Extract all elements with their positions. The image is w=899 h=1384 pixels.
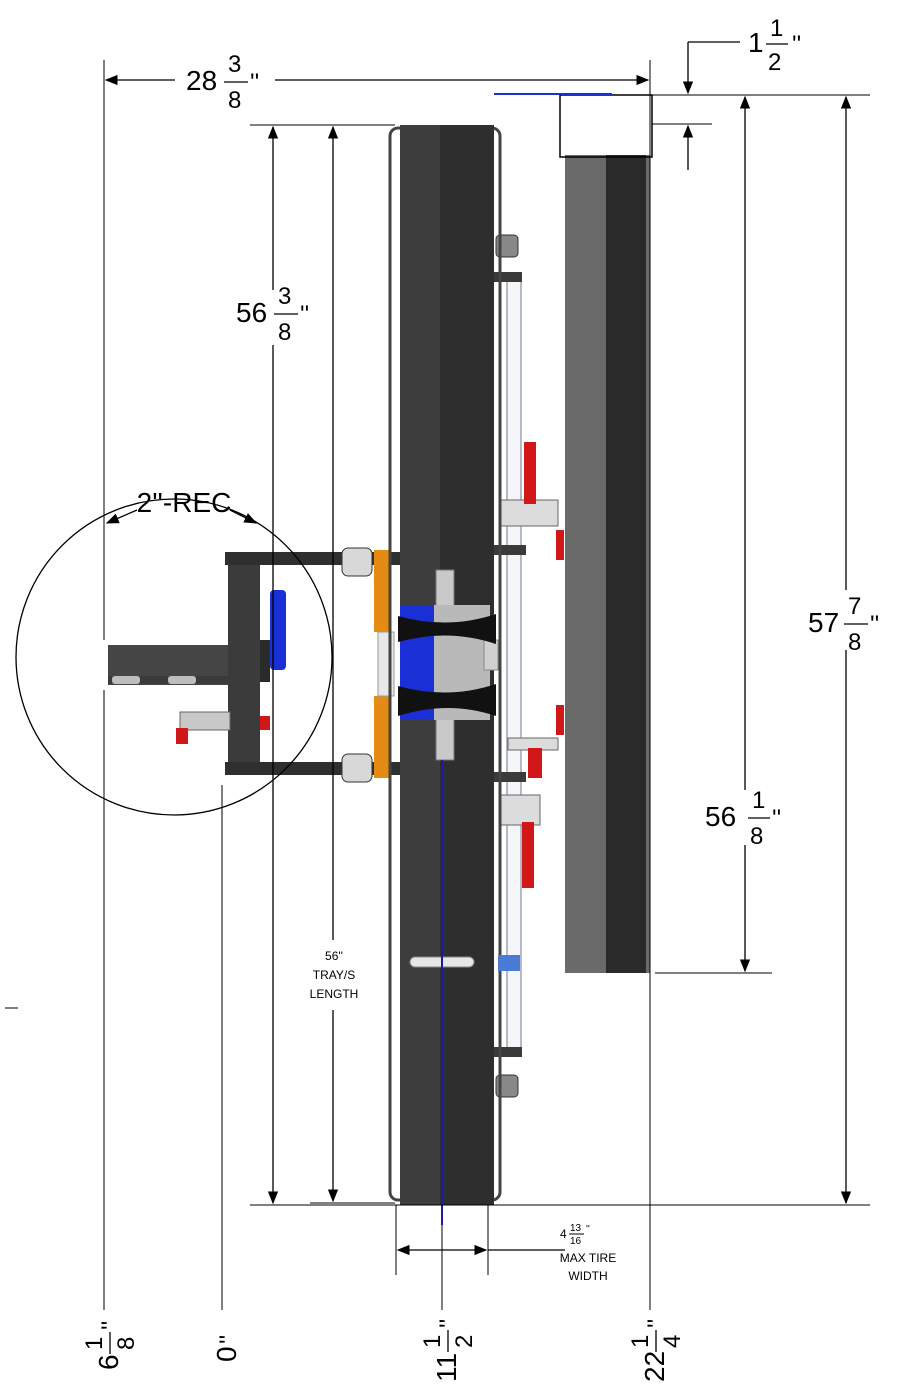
dim-width-num: 3 (228, 51, 241, 78)
bottom-label-1-den: 8 (113, 1337, 140, 1350)
dim-overall-height: 57 7 8 '' (808, 593, 879, 656)
bottom-label-1-num: 1 (81, 1337, 108, 1350)
dim-width-whole: 28 (186, 65, 217, 96)
clamp-lever-upper (524, 442, 536, 504)
receiver-mount (108, 547, 400, 783)
bottom-label-4-den: 4 (659, 1335, 686, 1348)
bracket-spacer (377, 631, 395, 697)
dim-overall-h-num: 7 (848, 593, 861, 620)
bottom-label-0: 0 '' (211, 1335, 242, 1362)
ramp-dark-face (606, 155, 646, 973)
bottom-label-1-whole: 6 (93, 1354, 124, 1370)
lock-bar (179, 711, 231, 731)
clamp-lever-mid (528, 748, 542, 778)
dim-tray-h-den: 8 (278, 319, 291, 346)
bottom-label-2-whole: 0 (211, 1346, 242, 1362)
dim-tray-height: 56 3 8 '' (236, 283, 309, 346)
dim-tray-h-unit: '' (300, 301, 309, 328)
dim-overall-width: 28 3 8 '' (186, 51, 259, 114)
bottom-label-2-unit: '' (215, 1335, 242, 1344)
bottom-label-4-whole: 22 (639, 1351, 670, 1382)
roller-lower (398, 684, 496, 716)
clamp-lever-lower (522, 822, 534, 888)
dim-tray-h-num: 3 (278, 283, 291, 310)
rail-tube (506, 274, 522, 1056)
bottom-label-11-1-2: 11 1 2 '' (419, 1319, 478, 1382)
dim-overall-h-whole: 57 (808, 607, 839, 638)
dim-offset-den: 2 (768, 49, 781, 76)
rail-bracket-lower (486, 772, 526, 782)
dim-offset-whole: 1 (748, 27, 764, 58)
dim-overall-h-den: 8 (848, 629, 861, 656)
dim-ramp-h-den: 8 (750, 823, 763, 850)
receiver-label: 2''-REC (137, 487, 232, 518)
bracket-lower (374, 696, 390, 778)
bottom-label-6-1-8: 6 1 8 '' (81, 1321, 140, 1370)
rec-arrow-left (105, 509, 138, 524)
dim-top-offset: 1 1 2 '' (748, 15, 801, 76)
mount-plate (228, 563, 260, 763)
dim-tray-l-line2: TRAY/S (313, 968, 355, 982)
lock-cap (260, 716, 270, 730)
tilt-knob (270, 590, 286, 670)
dim-tray-length: 56'' TRAY/S LENGTH (310, 949, 359, 1001)
bottom-label-3-unit: '' (435, 1319, 462, 1328)
bottom-label-3-num: 1 (419, 1335, 446, 1348)
dim-offset-unit: '' (792, 31, 801, 58)
rec-arrow-right (229, 509, 258, 524)
dim-tire-unit: '' (586, 1224, 590, 1235)
dim-tray-l-line1: 56'' (325, 949, 343, 963)
ramp-top-cap (559, 94, 653, 158)
bottom-label-22-1-4: 22 1 4 '' (627, 1319, 686, 1382)
ramp-latch-upper (556, 530, 564, 560)
bracket-upper (374, 550, 390, 632)
clamp-lower (499, 794, 541, 826)
pivot-lower (341, 753, 373, 783)
hitch-pin-hole-a (112, 676, 140, 684)
dim-ramp-h-num: 1 (752, 787, 765, 814)
dim-tire-line2: WIDTH (568, 1269, 607, 1283)
dim-width-unit: '' (250, 69, 259, 96)
bottom-label-3-whole: 11 (431, 1353, 462, 1382)
bottom-label-1-unit: '' (97, 1321, 124, 1330)
receiver-circle (15, 498, 333, 816)
bottom-label-4-unit: '' (643, 1319, 670, 1328)
extension-lines (5, 60, 870, 1310)
dim-width-den: 8 (228, 87, 241, 114)
rail-bracket-upper (486, 545, 526, 555)
rail-bracket-top (486, 272, 522, 282)
dim-tray-l-line3: LENGTH (310, 987, 359, 1001)
dim-tire-whole: 4 (560, 1227, 567, 1241)
pivot-upper (341, 547, 373, 577)
dim-max-tire: 4 13 16 '' MAX TIRE WIDTH (560, 1223, 616, 1283)
upper-arm (225, 552, 400, 565)
dim-ramp-h-whole: 56 (705, 801, 736, 832)
cradle-side-stop (483, 639, 499, 671)
roller-upper (398, 614, 496, 644)
bottom-label-3-den: 2 (451, 1335, 478, 1348)
mount-collar (260, 640, 270, 682)
dim-tire-den: 16 (570, 1236, 582, 1247)
main-tray (388, 125, 520, 1225)
strap-clip (498, 955, 520, 971)
ramp-latch-lower (556, 705, 564, 735)
ramp-tray (494, 93, 653, 973)
lock-pin (176, 728, 188, 744)
dim-tire-line1: MAX TIRE (560, 1251, 616, 1265)
dim-ramp-h-unit: '' (772, 805, 781, 832)
hitch-pin-hole-b (168, 676, 196, 684)
dim-ramp-height: 56 1 8 '' (705, 787, 781, 850)
dim-offset-num: 1 (770, 15, 783, 42)
bottom-label-4-num: 1 (627, 1335, 654, 1348)
dim-overall-h-unit: '' (870, 611, 879, 638)
dim-tire-num: 13 (570, 1223, 582, 1234)
lower-arm (225, 762, 400, 775)
dim-tray-h-whole: 56 (236, 297, 267, 328)
rail-bracket-bottom (486, 1047, 522, 1057)
